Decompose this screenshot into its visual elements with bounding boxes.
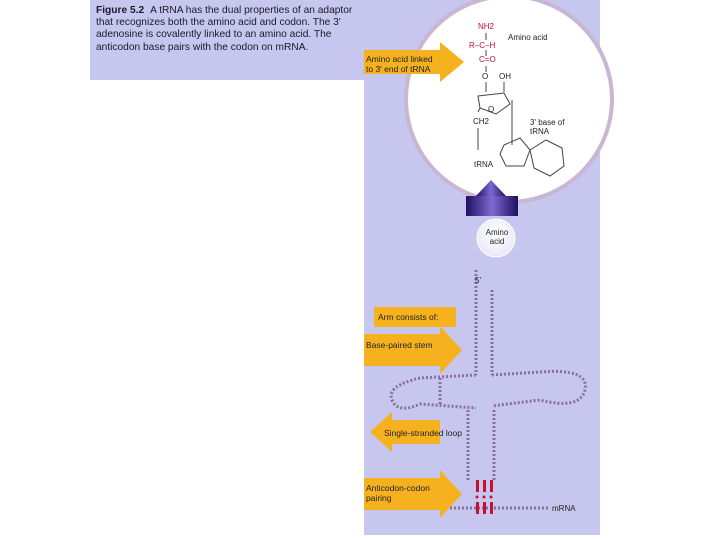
caption-text: A tRNA has the dual properties of an ada… (96, 5, 353, 53)
chem-oh: OH (499, 72, 511, 81)
arrow-anticodon (364, 470, 462, 518)
label-mrna: mRNA (552, 504, 576, 513)
inset-amino-acid-label: Amino acid (508, 33, 548, 42)
adenosine-structure (477, 33, 565, 177)
chem-ring-o: O (488, 105, 495, 114)
inset-trna-label: tRNA (474, 160, 494, 169)
chem-nh2: NH2 (478, 22, 495, 31)
label-arm-consists: Arm consists of: (378, 312, 439, 322)
label-amino-acid-linked: Amino acid linked to 3' end of tRNA (366, 54, 433, 74)
arrow-amino-acid-linked (364, 42, 464, 82)
amino-acid-ball (476, 218, 516, 258)
label-amino-acid-ball: Amino acid (485, 228, 509, 246)
label-anticodon-codon: Anticodon-codon pairing (366, 483, 430, 503)
chem-ch2: CH2 (473, 117, 490, 126)
label-five-prime: 5' (475, 276, 481, 285)
caption-panel (90, 0, 364, 80)
chem-co: C=O (479, 55, 496, 64)
figure-label: Figure 5.2 (96, 5, 145, 16)
label-base-paired-stem: Base-paired stem (366, 340, 433, 350)
arm-consists-box (374, 307, 456, 327)
inset-circle (404, 0, 614, 204)
arrow-single-stranded-loop (370, 412, 440, 452)
anticodon-bars (475, 480, 493, 514)
arrow-base-paired-stem (364, 326, 462, 374)
chem-rch: R–C–H (469, 41, 496, 50)
inset-3prime-base-label: 3' base of tRNA (530, 118, 565, 136)
trna-strands (389, 270, 587, 510)
label-single-stranded-loop: Single-stranded loop (384, 428, 462, 438)
chem-o: O (482, 72, 489, 81)
